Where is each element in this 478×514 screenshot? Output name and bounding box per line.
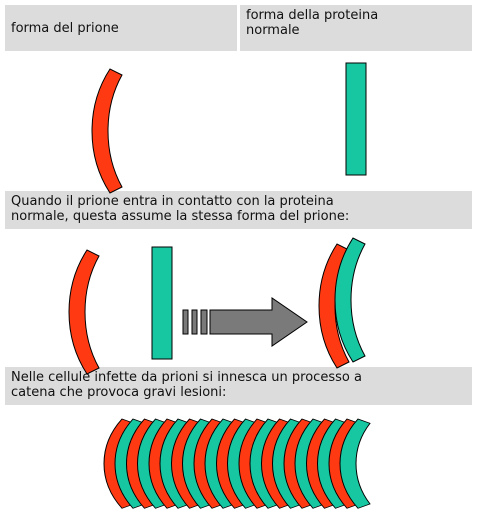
prion-shape-label: forma del prione [5,5,237,51]
chain-reaction-shapes [103,418,371,509]
converted-protein-pair-icon [318,237,366,369]
normal-protein-bar-icon [345,62,367,176]
row-2-transformation [68,237,366,375]
normal-protein-shape-label: forma della proteina normale [240,5,472,51]
chain-reaction-caption: Nelle cellule infette da prioni si innes… [5,367,472,405]
row-1-shapes [91,62,367,194]
prion-crescent-icon [91,68,123,194]
contact-caption: Quando il prione entra in contatto con l… [5,191,472,229]
transformation-arrow-icon [182,297,308,347]
normal-protein-bar-icon [151,246,173,360]
prion-crescent-icon [68,249,100,375]
